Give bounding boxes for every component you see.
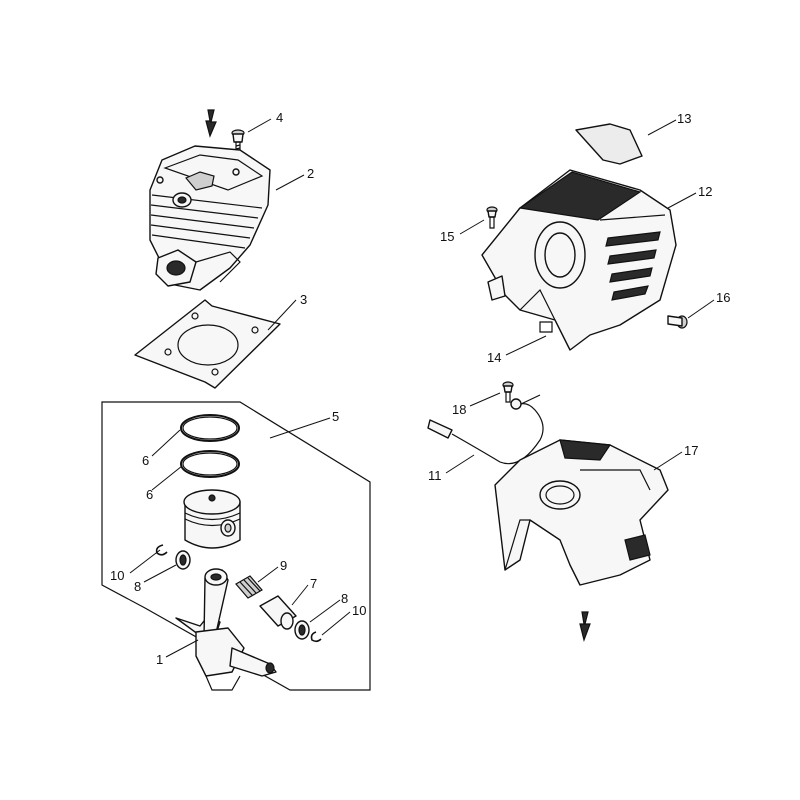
part-18-screw	[502, 381, 514, 403]
part-8-washer-right	[294, 620, 310, 640]
callout-16: 16	[716, 290, 730, 305]
callout-17: 17	[684, 443, 698, 458]
part-10-circlip-right	[310, 631, 322, 643]
callout-8-right: 8	[341, 591, 348, 606]
callout-9: 9	[280, 558, 287, 573]
callout-18: 18	[452, 402, 466, 417]
part-8-washer-left	[175, 550, 191, 570]
callout-7: 7	[310, 576, 317, 591]
callout-15: 15	[440, 229, 454, 244]
part-1-crankshaft	[175, 568, 277, 691]
part-2-cylinder	[149, 145, 271, 291]
part-7-piston-pin	[259, 595, 297, 630]
callout-4: 4	[276, 110, 283, 125]
callout-6-lower: 6	[146, 487, 153, 502]
callout-1: 1	[156, 652, 163, 667]
callout-11: 11	[428, 468, 442, 483]
part-13-filter-pad	[575, 123, 643, 165]
callout-10-right: 10	[352, 603, 366, 618]
callout-13: 13	[677, 111, 691, 126]
part-12-top-cover	[481, 169, 677, 351]
callout-3: 3	[300, 292, 307, 307]
callout-10-left: 10	[110, 568, 124, 583]
callout-5: 5	[332, 409, 339, 424]
down-arrow-icon	[205, 109, 217, 138]
callout-8-left: 8	[134, 579, 141, 594]
part-17-lower-cover	[494, 439, 669, 586]
part-6-piston-ring-lower	[180, 450, 240, 478]
leader-lines	[129, 118, 715, 658]
part-11-cable	[427, 394, 544, 465]
part-16-screw	[667, 315, 688, 329]
callout-2: 2	[307, 166, 314, 181]
part-3-gasket	[134, 299, 281, 389]
piston	[183, 489, 241, 549]
callout-12: 12	[698, 184, 712, 199]
callout-14: 14	[487, 350, 501, 365]
down-arrow-icon	[579, 611, 591, 643]
part-5-kit-outline	[101, 401, 371, 691]
part-15-screw	[486, 206, 498, 229]
part-6-piston-ring-upper	[180, 414, 240, 442]
part-9-needle-bearing	[235, 575, 263, 599]
part-10-circlip-left	[155, 544, 168, 556]
callout-6-upper: 6	[142, 453, 149, 468]
